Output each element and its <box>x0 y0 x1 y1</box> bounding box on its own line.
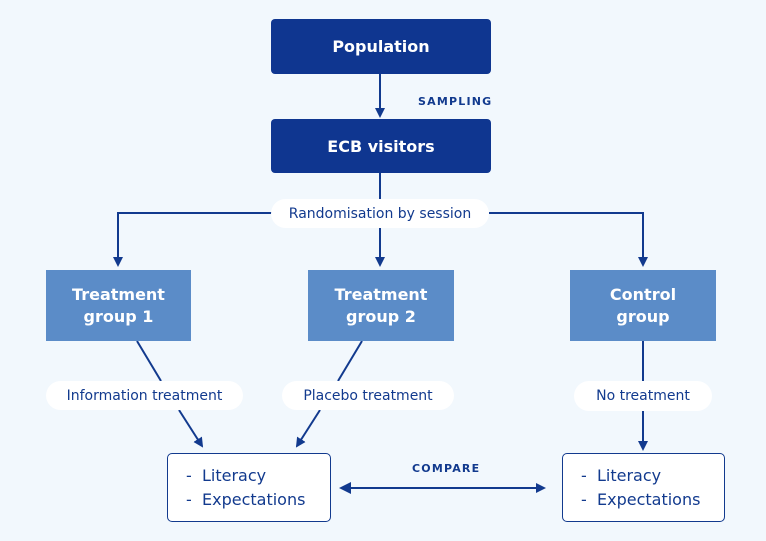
arrow-randomisation-to-control <box>489 212 648 267</box>
arrow-randomisation-to-group1 <box>113 212 272 267</box>
outcome-left-item-literacy: Literacy <box>186 464 305 488</box>
population-label: Population <box>332 37 430 56</box>
treatment-group-1-line2: group 1 <box>83 306 154 326</box>
information-treatment-label: Information treatment <box>66 387 223 404</box>
control-group-line2: group <box>616 306 670 326</box>
information-treatment-pill: Information treatment <box>46 381 243 410</box>
randomisation-label: Randomisation by session <box>288 205 472 222</box>
line-group1-to-information <box>136 340 162 382</box>
ecb-visitors-box: ECB visitors <box>271 119 491 173</box>
outcome-list-right: Literacy Expectations <box>581 464 700 512</box>
control-group-line1: Control <box>609 284 677 304</box>
compare-arrow-left-head <box>339 482 351 494</box>
no-treatment-label: No treatment <box>596 388 690 404</box>
outcome-box-right: Literacy Expectations <box>562 453 725 522</box>
compare-label: COMPARE <box>412 462 481 475</box>
population-box: Population <box>271 19 491 74</box>
outcome-box-left: Literacy Expectations <box>167 453 331 522</box>
no-treatment-pill: No treatment <box>574 381 712 411</box>
treatment-group-2-box: Treatment group 2 <box>308 270 454 341</box>
arrow-placebo-to-outcome-left <box>295 409 321 448</box>
randomisation-pill: Randomisation by session <box>271 199 489 228</box>
placebo-treatment-label: Placebo treatment <box>303 387 433 404</box>
outcome-right-item-literacy: Literacy <box>581 464 700 488</box>
treatment-group-1-line1: Treatment <box>72 284 165 304</box>
arrow-information-to-outcome-left <box>178 409 204 448</box>
treatment-group-2-line2: group 2 <box>346 306 416 326</box>
outcome-list-left: Literacy Expectations <box>186 464 305 512</box>
treatment-group-2-line1: Treatment <box>334 284 428 304</box>
line-group2-to-placebo <box>337 340 363 382</box>
outcome-left-item-expectations: Expectations <box>186 488 305 512</box>
treatment-group-1-box: Treatment group 1 <box>46 270 191 341</box>
ecb-visitors-label: ECB visitors <box>327 136 435 156</box>
control-group-box: Control group <box>570 270 716 341</box>
placebo-treatment-pill: Placebo treatment <box>282 381 454 410</box>
outcome-right-item-expectations: Expectations <box>581 488 700 512</box>
sampling-label: SAMPLING <box>418 95 493 108</box>
